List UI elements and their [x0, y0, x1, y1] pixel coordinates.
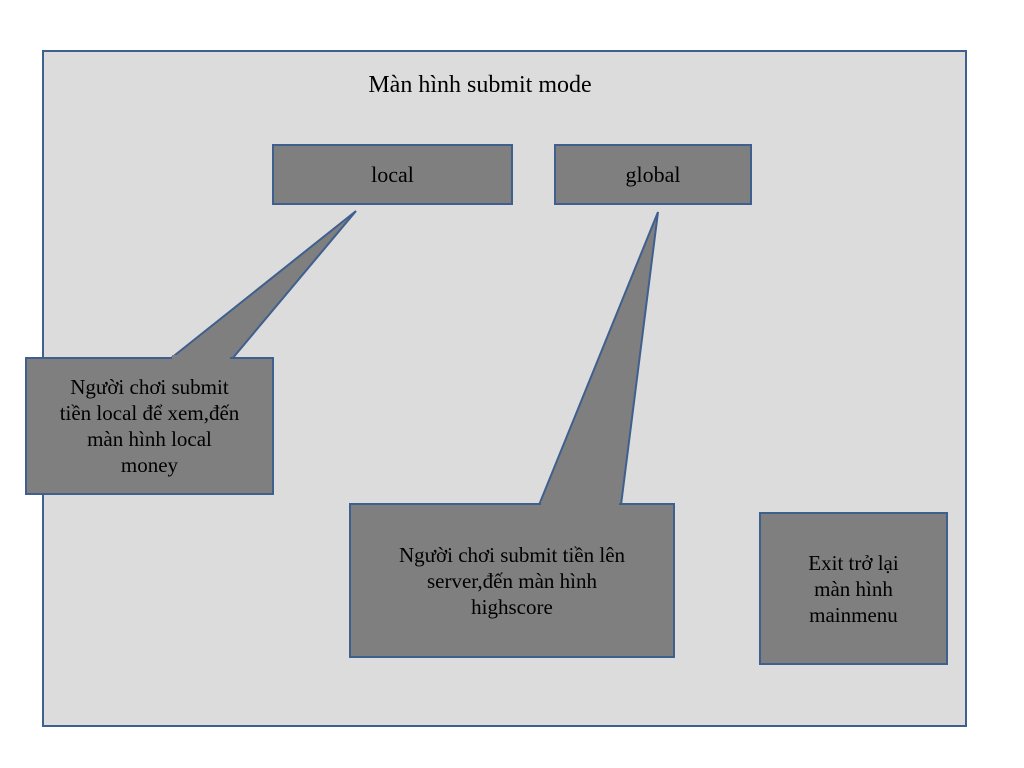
local-callout-seam — [172, 355, 230, 359]
global-callout-seam — [541, 501, 619, 505]
local-button[interactable]: local — [272, 144, 513, 205]
global-callout: Người chơi submit tiền lên server,đến mà… — [349, 503, 675, 658]
screen-title: Màn hình submit mode — [368, 72, 592, 98]
exit-callout[interactable]: Exit trở lại màn hình mainmenu — [759, 512, 948, 665]
local-callout-pointer — [167, 210, 357, 360]
global-button[interactable]: global — [554, 144, 752, 205]
global-callout-pointer — [537, 211, 659, 506]
local-callout: Người chơi submit tiền local để xem,đến … — [25, 357, 274, 495]
